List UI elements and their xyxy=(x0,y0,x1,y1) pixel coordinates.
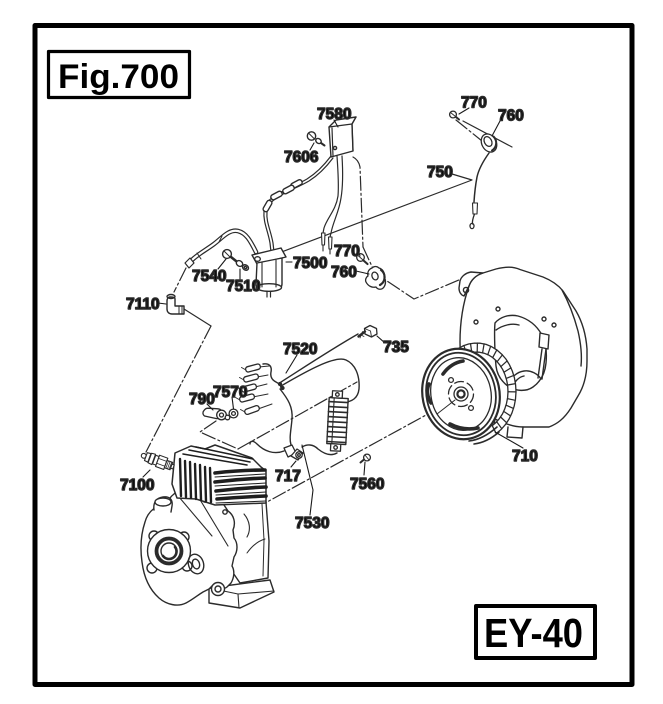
svg-text:710: 710 xyxy=(512,448,538,465)
svg-text:790: 790 xyxy=(189,391,215,408)
svg-text:EY-40: EY-40 xyxy=(484,610,583,656)
svg-text:770: 770 xyxy=(461,95,487,112)
svg-text:717: 717 xyxy=(275,468,301,485)
svg-text:7110: 7110 xyxy=(126,296,160,313)
svg-text:7606: 7606 xyxy=(284,149,319,166)
svg-text:7570: 7570 xyxy=(213,384,247,401)
svg-text:770: 770 xyxy=(334,243,360,260)
svg-text:7530: 7530 xyxy=(295,515,329,532)
svg-text:735: 735 xyxy=(383,339,409,356)
svg-text:750: 750 xyxy=(427,164,453,181)
svg-text:7520: 7520 xyxy=(283,341,317,358)
svg-text:7560: 7560 xyxy=(350,476,384,493)
svg-text:7580: 7580 xyxy=(317,106,351,123)
svg-text:7540: 7540 xyxy=(192,268,226,285)
svg-text:760: 760 xyxy=(331,264,357,281)
svg-text:7100: 7100 xyxy=(120,477,154,494)
svg-text:7500: 7500 xyxy=(293,255,327,272)
svg-text:760: 760 xyxy=(498,108,524,125)
svg-text:7510: 7510 xyxy=(226,278,260,295)
svg-text:Fig.700: Fig.700 xyxy=(58,58,179,96)
